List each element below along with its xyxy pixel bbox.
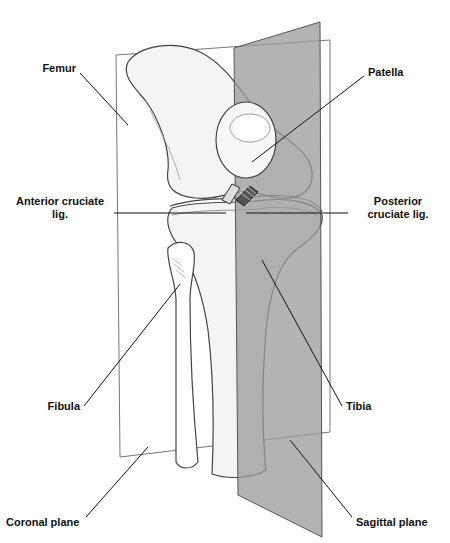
sagittal-plane xyxy=(234,22,322,537)
leader-lines xyxy=(80,73,364,517)
ligament-label: Posterior cruciate lig. xyxy=(352,195,444,221)
bone-label: Tibia xyxy=(346,400,396,413)
patella-bone xyxy=(216,102,276,178)
fibula-bone xyxy=(168,242,198,468)
plane-label: Sagittal plane xyxy=(356,516,446,529)
bone-label: Patella xyxy=(368,66,428,79)
pcl-ligament xyxy=(236,186,258,206)
ligament-label: Anterior cruciate lig. xyxy=(10,195,110,221)
bone-label: Fibula xyxy=(40,400,80,413)
bone-label: Femur xyxy=(30,62,76,75)
plane-label: Coronal plane xyxy=(6,516,84,529)
